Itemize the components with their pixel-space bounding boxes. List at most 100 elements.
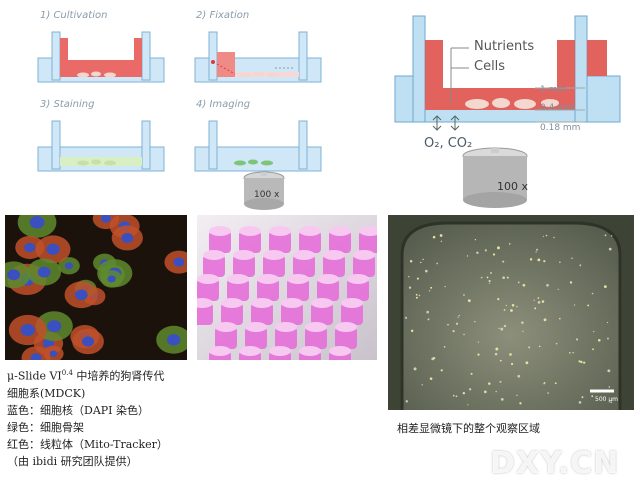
cell-speck [408,275,410,278]
well-body [239,231,261,253]
protocol-steps-diagram [37,31,322,210]
cell-speck [463,294,465,296]
cell-speck [608,247,612,251]
well-top [233,250,255,260]
cell-nucleus [47,320,62,333]
cell-speck [410,329,414,333]
cell-speck [426,310,429,314]
cell-nucleus [173,257,185,267]
cell-speck [578,401,582,404]
well-body [215,327,237,349]
cell-speck [516,305,518,308]
cell-speck [424,269,428,273]
cell-speck [597,338,601,342]
well-top [251,298,273,308]
cell-speck [463,333,465,336]
cell-speck [511,303,515,307]
cell-speck [408,286,412,289]
cell-speck [484,390,487,394]
cell-speck [580,360,583,364]
cell-speck [503,324,507,328]
cell-speck [422,258,424,261]
cell-nucleus [37,266,51,278]
well-top [239,346,261,356]
well-top [359,226,377,236]
cell-speck [578,360,581,363]
well-top [323,250,345,260]
well-body [233,255,255,277]
cell-speck [543,318,547,322]
cell-speck [452,329,455,333]
cell-speck [467,299,471,303]
cell-speck [466,255,469,257]
well-body [347,279,369,301]
well-body [209,231,231,253]
cell-speck [488,382,491,385]
well-top [353,250,375,260]
cell-speck [420,261,422,264]
cell-speck [510,309,513,312]
cell-speck [484,249,487,252]
well-top [305,322,327,332]
cell-speck [490,271,492,274]
cell-speck [534,307,537,310]
well-top [347,274,369,284]
well-top [329,226,351,236]
cell-speck [499,359,502,362]
well-body [287,279,309,301]
cell-nucleus [24,242,36,253]
well-body [197,303,213,325]
well-body [269,231,291,253]
caption-line-2: 细胞系(MDCK) [7,386,86,400]
cell-speck [457,316,459,318]
cells-label: Cells [474,59,506,74]
well-body [263,255,285,277]
phase-contrast-micrograph [388,215,634,410]
well-top [299,346,321,356]
cell-nucleus [107,275,116,283]
cell-speck [476,251,479,255]
well-top [281,298,303,308]
step-3-label: 3) Staining [40,99,95,110]
cell-speck [467,404,469,406]
well-top [269,226,291,236]
cell-speck [421,384,423,386]
caption-line-3: 蓝色：细胞核（DAPI 染色） [7,403,150,417]
well-body [305,327,327,349]
step-2-label: 2) Fixation [196,10,250,21]
well-top [317,274,339,284]
cell-speck [583,361,586,364]
cell-nucleus [82,336,95,347]
cell-speck [427,318,430,321]
well-top [341,298,363,308]
cell-speck [557,288,559,291]
cell-speck [416,277,419,280]
cell-speck [429,377,433,381]
objective-large-label: 100 x [497,180,529,193]
well-top [263,250,285,260]
well-top [293,250,315,260]
cell-speck [498,327,500,330]
well-top [197,274,219,284]
cell-speck [603,285,607,289]
cell-speck [409,260,413,263]
cell-speck [415,296,418,299]
cell-speck [430,286,433,289]
cell-speck [486,276,489,279]
cell-speck [538,345,541,348]
cell-speck [496,246,500,250]
cell-speck [477,341,480,343]
cell-speck [428,290,431,292]
cell-speck [500,327,504,331]
cell-speck [494,352,498,356]
well-body [341,303,363,325]
cell-speck [436,262,439,265]
cell-speck [519,402,522,405]
cell-speck [542,235,545,237]
cell-speck [547,392,549,394]
cell-nucleus [64,262,74,270]
cell-speck [607,337,609,340]
cell-nucleus [29,216,45,229]
cell-speck [575,338,579,341]
caption-line-5: 红色：线粒体（Mito-Tracker） [7,437,168,451]
